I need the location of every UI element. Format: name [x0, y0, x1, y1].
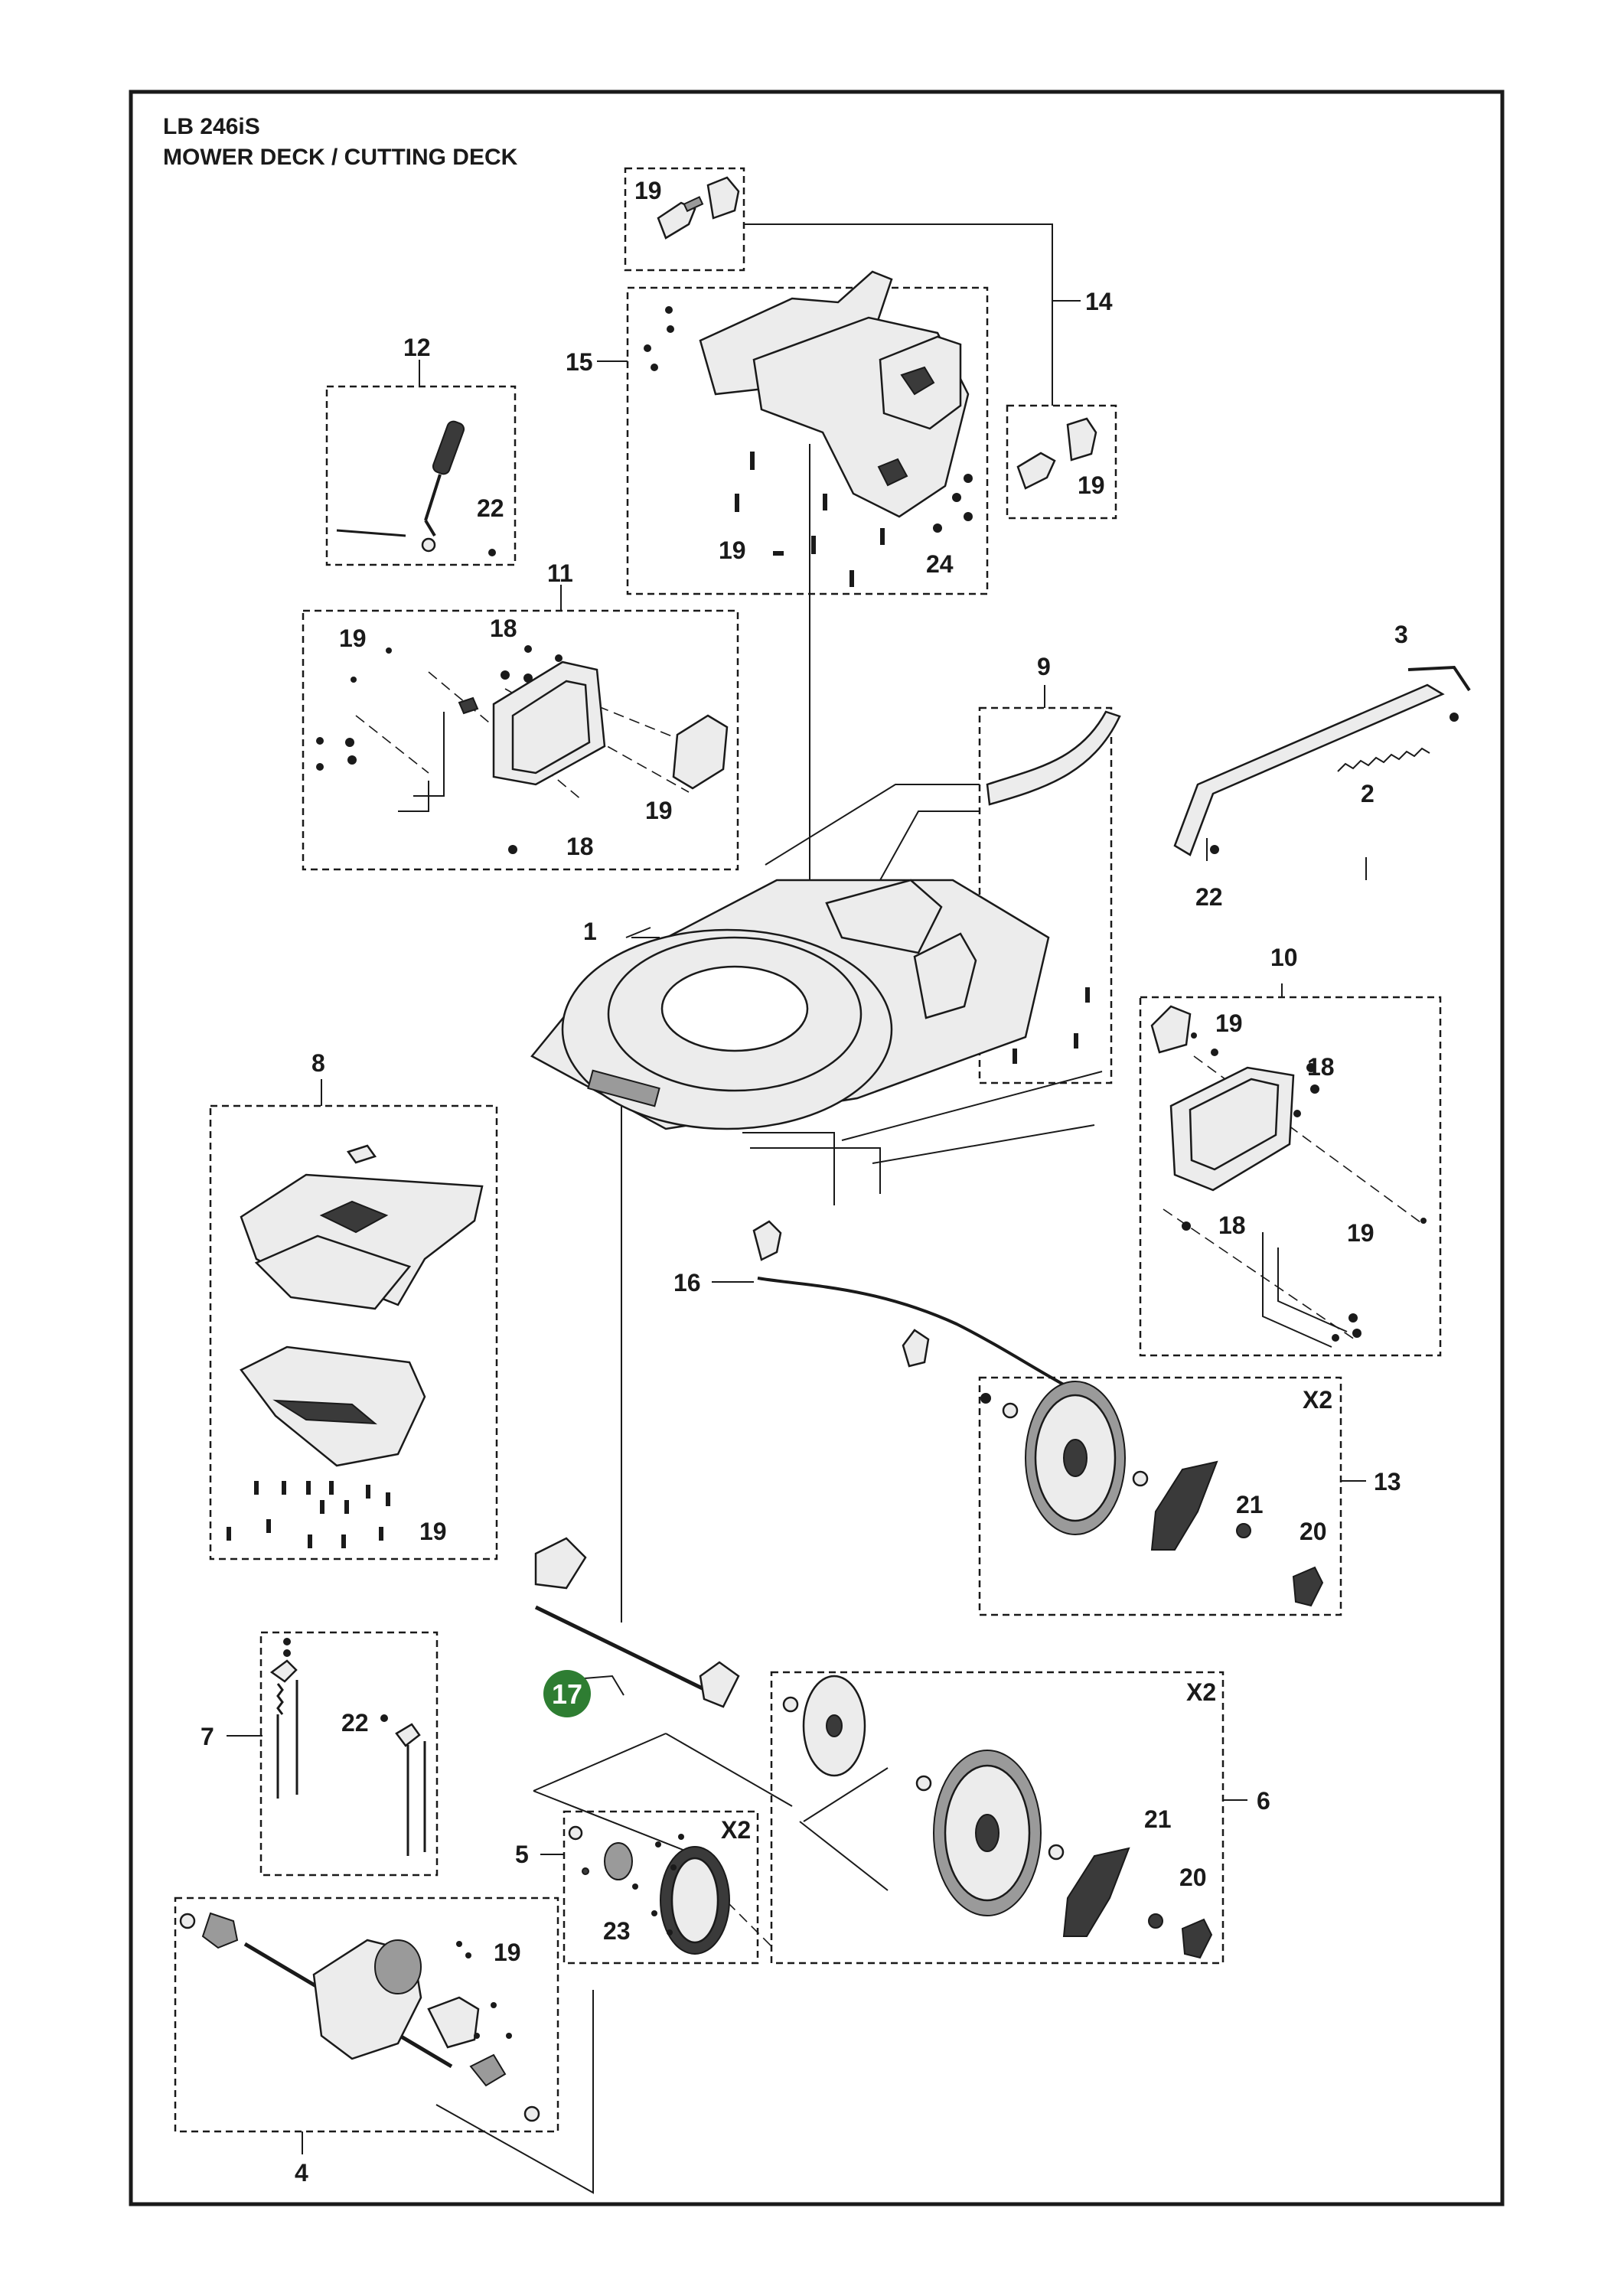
callout-6: 6	[1257, 1787, 1270, 1815]
callout-x2: X2	[1186, 1678, 1216, 1706]
part-4-motor	[179, 1912, 540, 2122]
callout-1: 1	[583, 918, 597, 945]
group-box-10	[1139, 996, 1442, 1357]
section-title: MOWER DECK / CUTTING DECK	[163, 145, 518, 170]
part-8-cover	[240, 1144, 484, 1467]
part-16-cable	[752, 1220, 1080, 1394]
explode-lines	[355, 671, 1424, 2194]
callout-x2: X2	[721, 1816, 751, 1844]
group-box-8	[209, 1104, 498, 1561]
callout-16: 16	[673, 1269, 701, 1296]
callout-19: 19	[1347, 1219, 1375, 1247]
part-3-rod	[1173, 665, 1471, 856]
callout-10: 10	[1270, 944, 1298, 971]
group-box-6	[770, 1671, 1225, 1965]
highlight-label: 17	[552, 1678, 582, 1710]
part-14-clip-right	[1016, 417, 1097, 490]
part-10-bracket	[1150, 1005, 1427, 1342]
callout-12: 12	[403, 334, 431, 361]
callout-19: 19	[645, 797, 673, 824]
callout-15: 15	[566, 348, 593, 376]
callout-20: 20	[1179, 1864, 1207, 1891]
screws-group-8	[227, 1481, 390, 1548]
part-12-height-lever	[336, 420, 496, 556]
part-13-wheel	[980, 1381, 1324, 1607]
leader-lines	[227, 223, 1367, 2154]
callout-2: 2	[1361, 780, 1375, 807]
part-1-deck	[530, 879, 1050, 1130]
part-2-spring	[1337, 747, 1430, 772]
callout-22: 22	[341, 1709, 369, 1737]
highlight-badge-17: 17	[543, 1670, 591, 1717]
group-box-11	[302, 609, 739, 871]
callout-18: 18	[490, 615, 517, 642]
group-box-4	[174, 1896, 559, 2133]
callout-19: 19	[419, 1518, 447, 1545]
group-box-12	[325, 385, 517, 566]
callout-9: 9	[1037, 653, 1051, 680]
screws-group-15	[644, 306, 973, 587]
callout-19: 19	[494, 1939, 521, 1966]
group-box-14-right	[1006, 404, 1117, 520]
callout-19: 19	[1215, 1009, 1243, 1037]
callout-3: 3	[1394, 621, 1408, 648]
part-6-wheel	[782, 1675, 1213, 1959]
callout-18: 18	[1218, 1212, 1246, 1239]
callout-11: 11	[547, 559, 573, 587]
callout-x2: X2	[1303, 1386, 1332, 1414]
part-11-bracket	[316, 645, 729, 854]
callout-18: 18	[566, 833, 594, 860]
callout-14: 14	[1085, 288, 1113, 315]
callout-19: 19	[1078, 471, 1105, 499]
callout-13: 13	[1374, 1468, 1401, 1495]
highlight-circle	[543, 1670, 591, 1717]
part-7-links	[269, 1638, 426, 1856]
part-9-guard	[986, 710, 1121, 1064]
group-box-7	[259, 1631, 439, 1877]
group-box-5	[563, 1810, 759, 1965]
callout-19: 19	[719, 536, 746, 564]
part-5-gear	[568, 1825, 730, 1955]
callout-20: 20	[1300, 1518, 1327, 1545]
callout-8: 8	[311, 1049, 325, 1077]
callout-19: 19	[634, 177, 662, 204]
diagram-frame	[129, 90, 1505, 2206]
callout-24: 24	[926, 550, 954, 578]
callout-22: 22	[1195, 883, 1223, 911]
group-box-14-top	[624, 167, 745, 272]
part-15-handle-bracket	[699, 270, 970, 518]
callout-5: 5	[515, 1841, 529, 1868]
callout-23: 23	[603, 1917, 631, 1945]
callout-18: 18	[1307, 1053, 1335, 1081]
callout-7: 7	[201, 1723, 214, 1750]
part-17-axle	[534, 1537, 740, 1708]
callout-21: 21	[1144, 1805, 1172, 1833]
part-14-clip-top	[657, 176, 740, 240]
callout-4: 4	[295, 2159, 308, 2187]
callout-22: 22	[477, 494, 504, 522]
model-title: LB 246iS	[163, 114, 260, 139]
callout-19: 19	[339, 625, 367, 652]
callout-numbers: 19 14 15 12 22 19 19 24 11 19 18 19 18 3…	[201, 177, 1408, 2187]
callout-21: 21	[1236, 1491, 1264, 1518]
